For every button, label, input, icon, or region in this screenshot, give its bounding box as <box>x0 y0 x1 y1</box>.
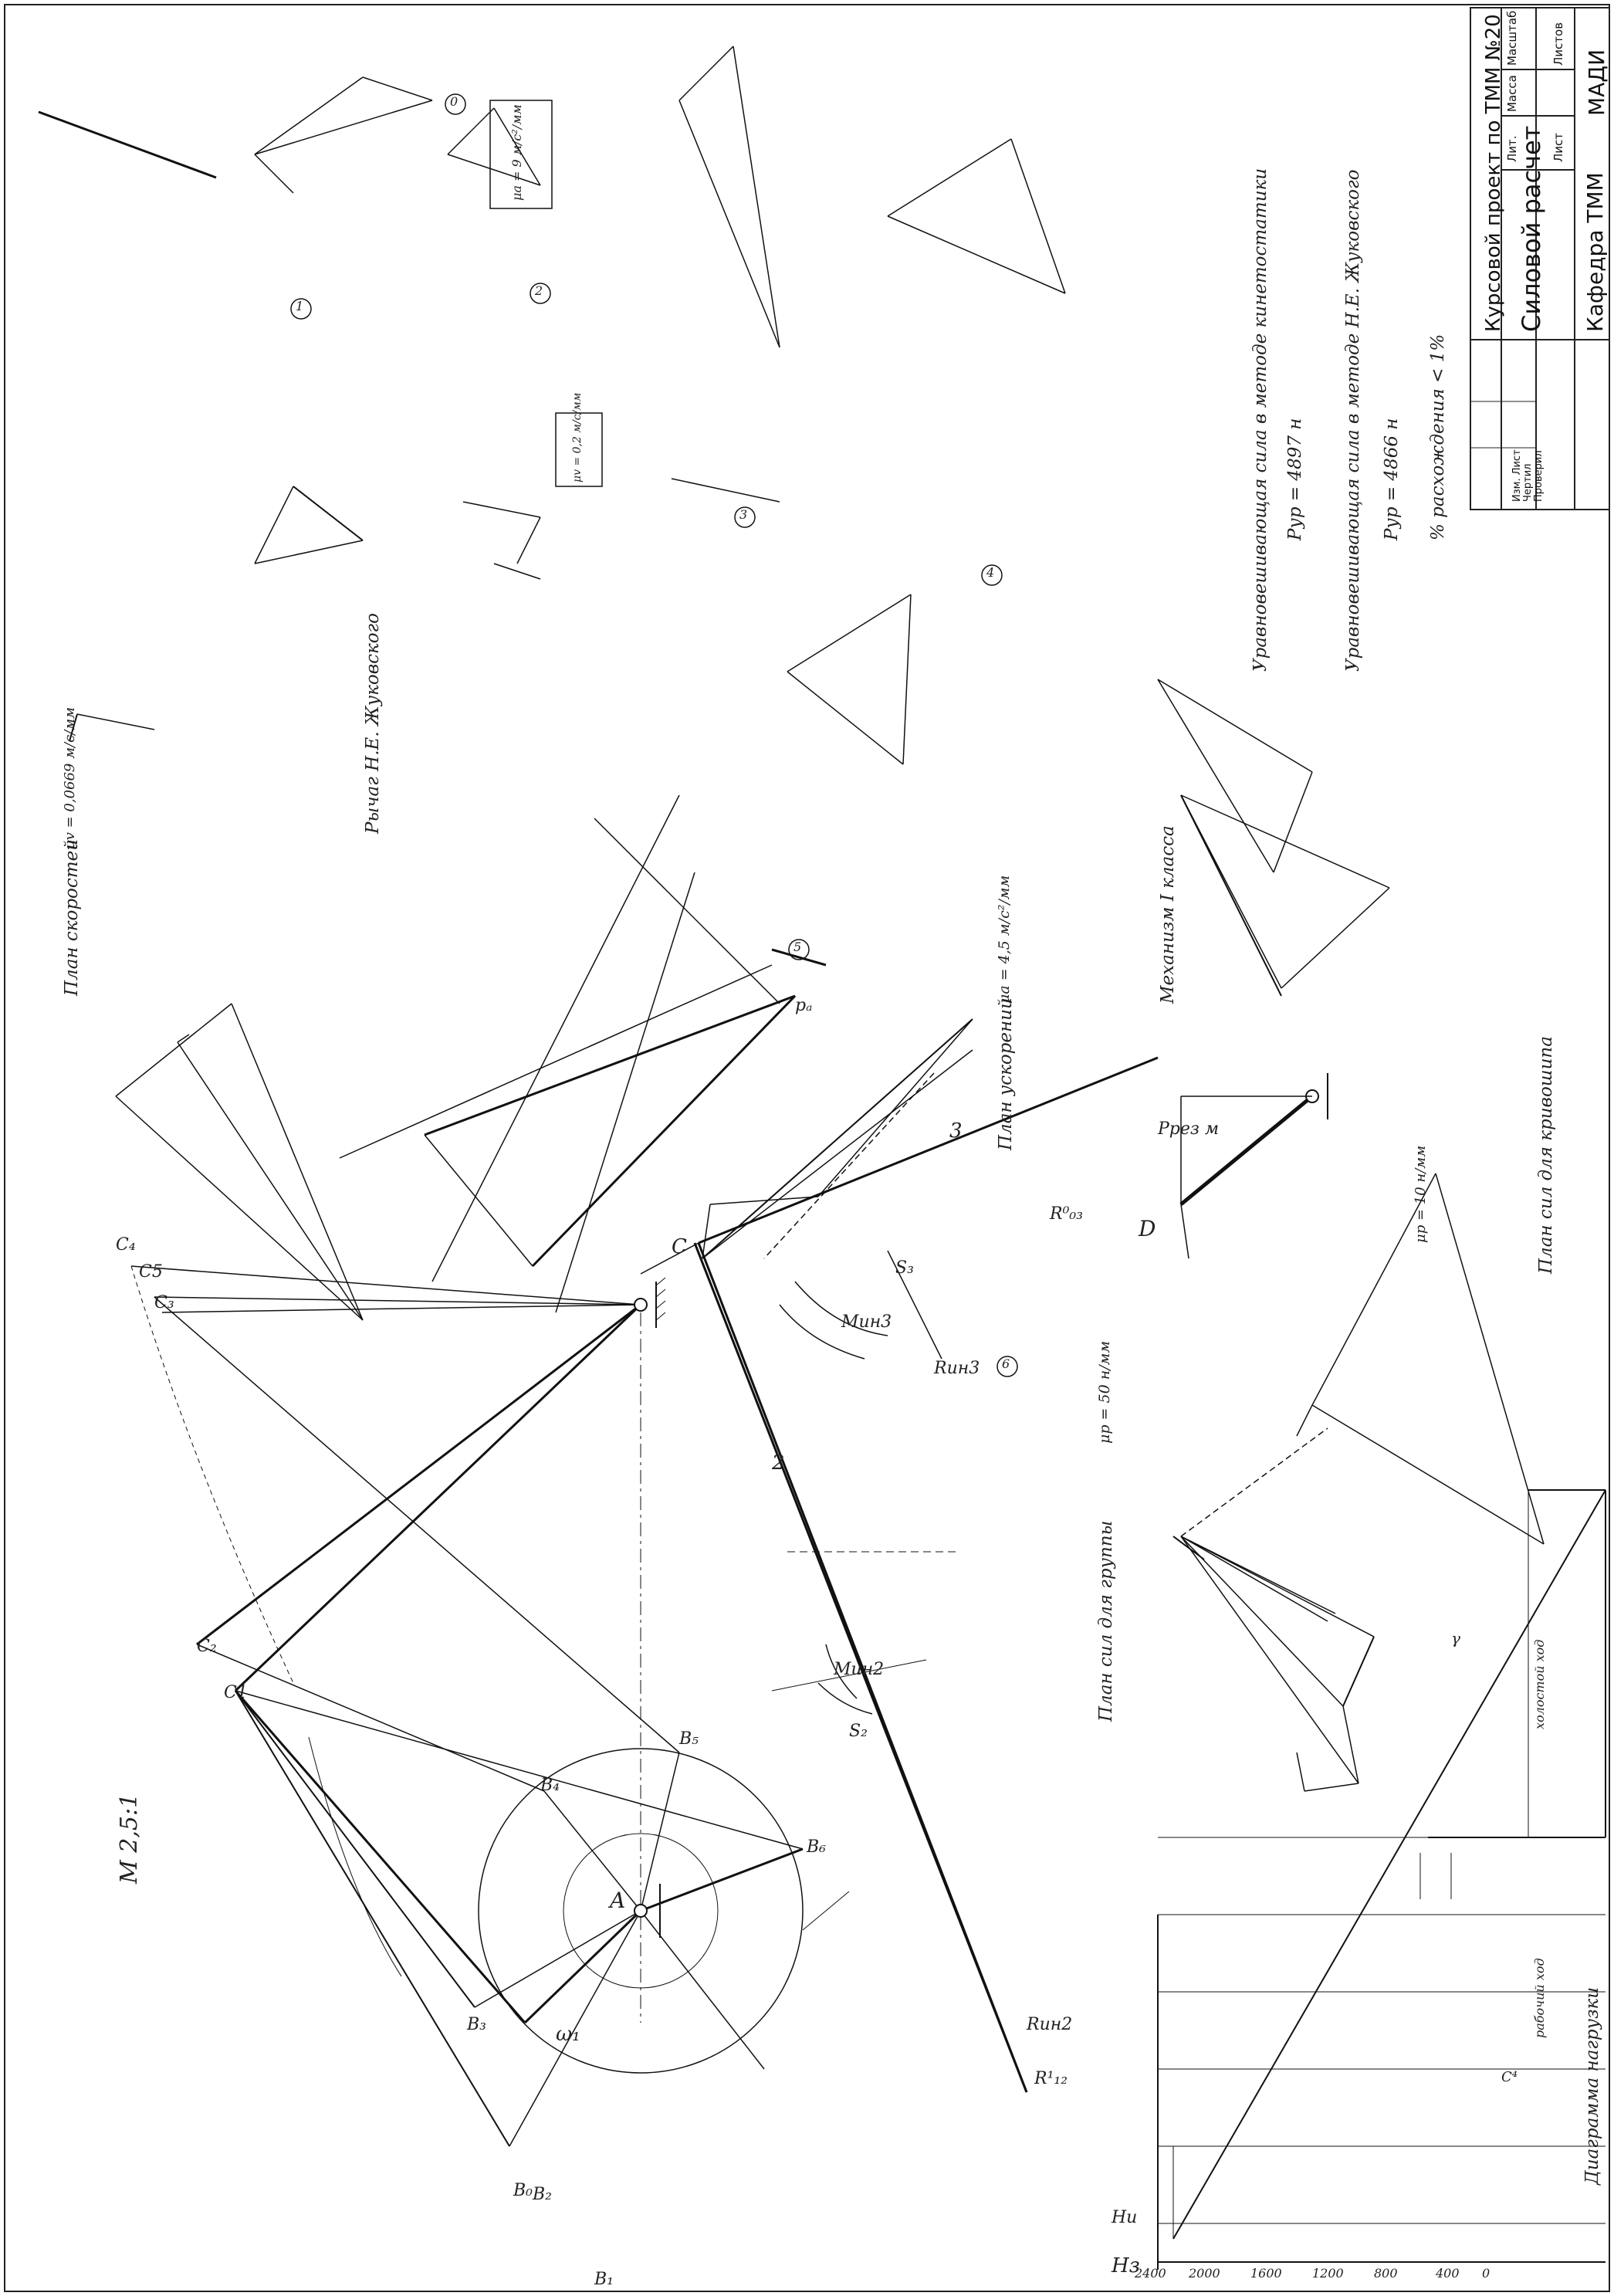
label-B3: B₃ <box>467 2015 486 2034</box>
diagram-axis-right: Hи <box>1112 2208 1138 2227</box>
label-B6: B₆ <box>807 1837 826 1857</box>
acceleration-plan <box>702 1018 973 1259</box>
position-2: 2 <box>535 283 543 298</box>
force-plan-group <box>1172 1427 1375 1792</box>
label-point-D: D <box>1139 1216 1156 1241</box>
zhukovsky-lever <box>339 794 827 1313</box>
heading-force-plan-group: План сил для группы <box>1096 1520 1116 1722</box>
diagram-tick-400: 400 <box>1436 2266 1460 2281</box>
label-pres: Pрез м <box>1158 1119 1220 1139</box>
diagram-axis-left: Hз <box>1112 2254 1140 2277</box>
label-C4: C₄ <box>116 1235 136 1255</box>
label-s3: S₃ <box>895 1258 914 1278</box>
heading-mechanism-class: Механизм I класса <box>1158 825 1178 1004</box>
title-block-col-lit: Лит. <box>1505 135 1519 162</box>
note-discrepancy: % расхождения < 1% <box>1428 334 1448 540</box>
diagram-idle-stroke: холостой ход <box>1532 1639 1547 1729</box>
label-C5: C5 <box>139 1262 163 1282</box>
label-link-3: 3 <box>949 1119 963 1143</box>
diagram-tick-800: 800 <box>1374 2266 1398 2281</box>
title-block-sheet-title: Силовой расчет <box>1517 125 1546 332</box>
position-4: 4 <box>986 565 995 580</box>
heading-force-scale: μp = 50 н/мм <box>1096 1340 1113 1444</box>
title-block-frame <box>1470 7 1610 510</box>
diagram-tick-2000: 2000 <box>1189 2266 1220 2281</box>
label-rin3: Rин3 <box>934 1359 980 1378</box>
label-rin2: Rин2 <box>1027 2015 1073 2034</box>
note-zhukovsky-value: Pур = 4866 н <box>1382 418 1402 540</box>
label-C3: C₃ <box>154 1293 174 1312</box>
heading-force-plan-crank: План сил для кривошипа <box>1536 1036 1556 1274</box>
heading-small-velocity-scale: μv = 0,2 м/с/мм <box>571 392 584 483</box>
diagram-tick-1600: 1600 <box>1250 2266 1282 2281</box>
title-block-col-mass: Масса <box>1505 75 1519 112</box>
label-r03: R⁰₀₃ <box>1050 1204 1084 1224</box>
force-plan-crank <box>1296 1173 1545 1545</box>
label-s2: S₂ <box>849 1722 868 1741</box>
label-point-C: C <box>672 1235 687 1258</box>
heading-acceleration-plan: План ускорений <box>996 997 1016 1150</box>
heading-velocity-scale: μv = 0,0669 м/с/мм <box>62 706 78 849</box>
heading-small-accel-scale: μa = 9 м/с²/мм <box>509 104 524 201</box>
crank-circle <box>478 1748 804 2074</box>
label-link-2: 2 <box>772 1451 785 1475</box>
heading-acceleration-scale: μa = 4,5 м/с²/мм <box>996 875 1013 1004</box>
title-block-project: Курсовой проект по ТММ №20 <box>1482 14 1505 332</box>
heading-zhukovsky-lever: Рычаг Н.Е. Жуковского <box>363 612 383 834</box>
position-6: 6 <box>1002 1356 1010 1371</box>
heading-load-diagram: Диаграмма нагрузки <box>1582 1986 1602 2185</box>
load-diagram <box>1157 1489 1606 2270</box>
note-kinetostatic-force: Уравновешивающая сила в методе кинетоста… <box>1250 168 1271 672</box>
diagram-point-c4: C⁴ <box>1501 2069 1518 2085</box>
title-block-col-sheet: Лист <box>1551 132 1565 162</box>
label-B2: B₂ <box>533 2185 552 2204</box>
heading-velocity-plan: План скоростей <box>62 838 82 996</box>
position-3: 3 <box>739 507 748 522</box>
small-velocity-plans <box>69 478 1313 873</box>
title-block-row-checked: Проверил <box>1533 450 1545 502</box>
sheet-frame <box>4 4 1610 2292</box>
heading-scale: M 2,5:1 <box>116 1793 143 1884</box>
position-number-circles <box>290 93 1018 1377</box>
small-acceleration-plans <box>38 46 1390 997</box>
scale-box-small-velocity <box>555 412 603 487</box>
diagram-tick-0: 0 <box>1482 2266 1490 2281</box>
diagram-x-arrow-label: γ <box>1451 1629 1460 1647</box>
mechanism-drawing <box>130 1056 1159 2147</box>
label-C2: C₂ <box>197 1637 217 1656</box>
note-kinetostatic-value: Pур = 4897 н <box>1285 418 1305 540</box>
diagram-work-stroke: рабочий ход <box>1532 1958 1547 2038</box>
diagram-tick-2400: 2400 <box>1135 2266 1166 2281</box>
position-0: 0 <box>450 94 458 109</box>
label-B4: B₄ <box>540 1776 560 1795</box>
scale-box-small-accel <box>489 100 553 209</box>
title-block-row-changed: Изм. Лист <box>1511 449 1523 502</box>
label-r12: R¹₁₂ <box>1034 2069 1068 2088</box>
title-block-col-scale: Масштаб <box>1505 10 1519 66</box>
label-B5: B₅ <box>679 1729 699 1749</box>
label-omega1: ω₁ <box>556 2023 580 2046</box>
label-pa: pₐ <box>795 996 813 1015</box>
label-B0: B₀ <box>513 2181 533 2200</box>
label-C1: C1 <box>224 1683 248 1702</box>
title-block-institute: МАДИ <box>1584 49 1609 116</box>
heading-crank-scale: μp = 10 н/мм <box>1413 1145 1429 1243</box>
diagram-tick-1200: 1200 <box>1312 2266 1344 2281</box>
note-zhukovsky-force: Уравновешивающая сила в методе Н.Е. Жуко… <box>1343 169 1363 672</box>
label-min2: Mин2 <box>834 1660 885 1679</box>
label-B1: B₁ <box>594 2270 614 2289</box>
velocity-plan <box>115 1003 364 1321</box>
label-point-A: A <box>610 1888 626 1913</box>
title-block-department: Кафедра ТММ <box>1582 172 1608 332</box>
position-5: 5 <box>793 940 802 954</box>
mechanism-class-one <box>1179 1073 1328 1259</box>
position-1: 1 <box>296 299 304 313</box>
label-min3: Mин3 <box>841 1312 892 1332</box>
title-block-col-sheets: Листов <box>1551 22 1565 66</box>
title-block-row-drawn: Чертил <box>1522 463 1534 503</box>
